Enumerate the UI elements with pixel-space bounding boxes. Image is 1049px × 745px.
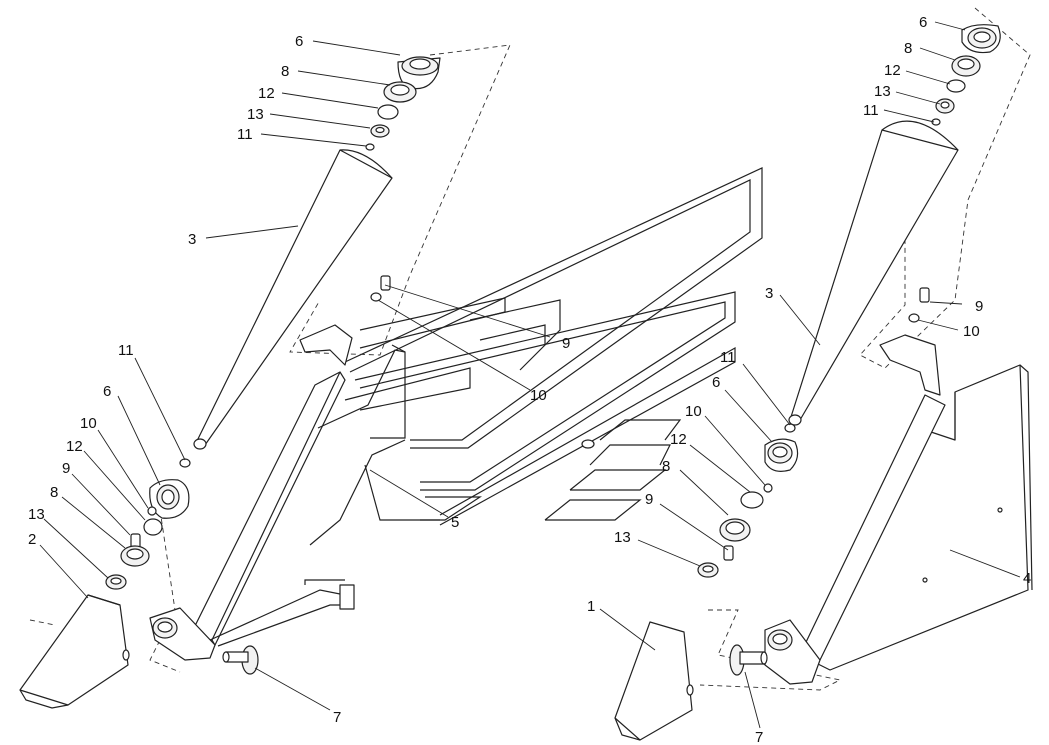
callout-11: 11: [720, 349, 736, 366]
washer-part-10b: [581, 439, 595, 449]
top-bearing-stack-right: [931, 24, 1001, 126]
callout-8: 8: [904, 40, 912, 57]
tube-end-ring: [193, 438, 207, 450]
auger-tube-part-3: [194, 149, 393, 446]
side-panel-part-4: [764, 334, 1033, 685]
callout-6: 6: [712, 374, 720, 391]
callout-8: 8: [662, 458, 670, 475]
callout-6: 6: [103, 383, 111, 400]
callout-11: 11: [863, 102, 879, 119]
projection-line: [699, 609, 842, 691]
callout-10: 10: [530, 387, 547, 404]
ring-part-10: [147, 506, 157, 516]
ring-part-11: [365, 143, 375, 151]
callout-10: 10: [963, 323, 980, 340]
callout-9: 9: [975, 298, 983, 315]
circlip-part-12: [143, 518, 163, 536]
center-fasteners: [370, 275, 595, 449]
projection-line: [29, 619, 56, 626]
callout-10: 10: [685, 403, 702, 420]
callout-labels: 6 8 12 13 11 3 11 6 10 12 9 8 13 2 7 9 1…: [28, 14, 1031, 745]
callout-12: 12: [66, 438, 83, 455]
bolt-part-9: [919, 287, 930, 303]
lower-bearing-stack-right: [697, 423, 799, 578]
callout-11: 11: [118, 342, 134, 359]
callout-13: 13: [28, 506, 45, 523]
callout-9: 9: [62, 460, 70, 477]
callout-8: 8: [281, 63, 289, 80]
frame-part-5: [344, 167, 763, 526]
hitch-bar: [339, 584, 355, 610]
callout-10: 10: [80, 415, 97, 432]
callout-4: 4: [1023, 570, 1031, 587]
projection-line: [289, 44, 511, 356]
callout-3: 3: [188, 231, 196, 248]
washer-part-10: [370, 292, 382, 302]
hopper-part-1: [614, 621, 694, 741]
hopper-part-2: [19, 594, 130, 709]
callout-12: 12: [258, 85, 275, 102]
washer-part-10: [908, 313, 920, 323]
callout-1: 1: [587, 598, 595, 615]
callout-7: 7: [755, 729, 763, 745]
top-bearing-stack-left: [365, 56, 441, 151]
knob-part-7: [222, 645, 259, 675]
leader-lines: [39, 21, 1021, 729]
guard-plate: [299, 324, 353, 366]
callout-3: 3: [765, 285, 773, 302]
callout-6: 6: [295, 33, 303, 50]
callout-12: 12: [670, 431, 687, 448]
callout-12: 12: [884, 62, 901, 79]
ring-part-11: [179, 458, 191, 468]
callout-7: 7: [333, 709, 341, 726]
callout-9: 9: [562, 335, 570, 352]
callout-11: 11: [237, 126, 253, 143]
callout-8: 8: [50, 484, 58, 501]
bolt-part-9: [380, 275, 391, 291]
knob-part-7: [729, 644, 768, 676]
guard-plate: [879, 334, 941, 396]
callout-5: 5: [451, 514, 459, 531]
callout-6: 6: [919, 14, 927, 31]
callout-13: 13: [874, 83, 891, 100]
callout-2: 2: [28, 531, 36, 548]
main-arm-left: [149, 324, 406, 661]
callout-13: 13: [614, 529, 631, 546]
callout-13: 13: [247, 106, 264, 123]
projection-line: [859, 7, 1031, 369]
callout-9: 9: [645, 491, 653, 508]
circlip-part-12: [377, 104, 399, 120]
lower-bearing-stack-left: [105, 458, 191, 590]
